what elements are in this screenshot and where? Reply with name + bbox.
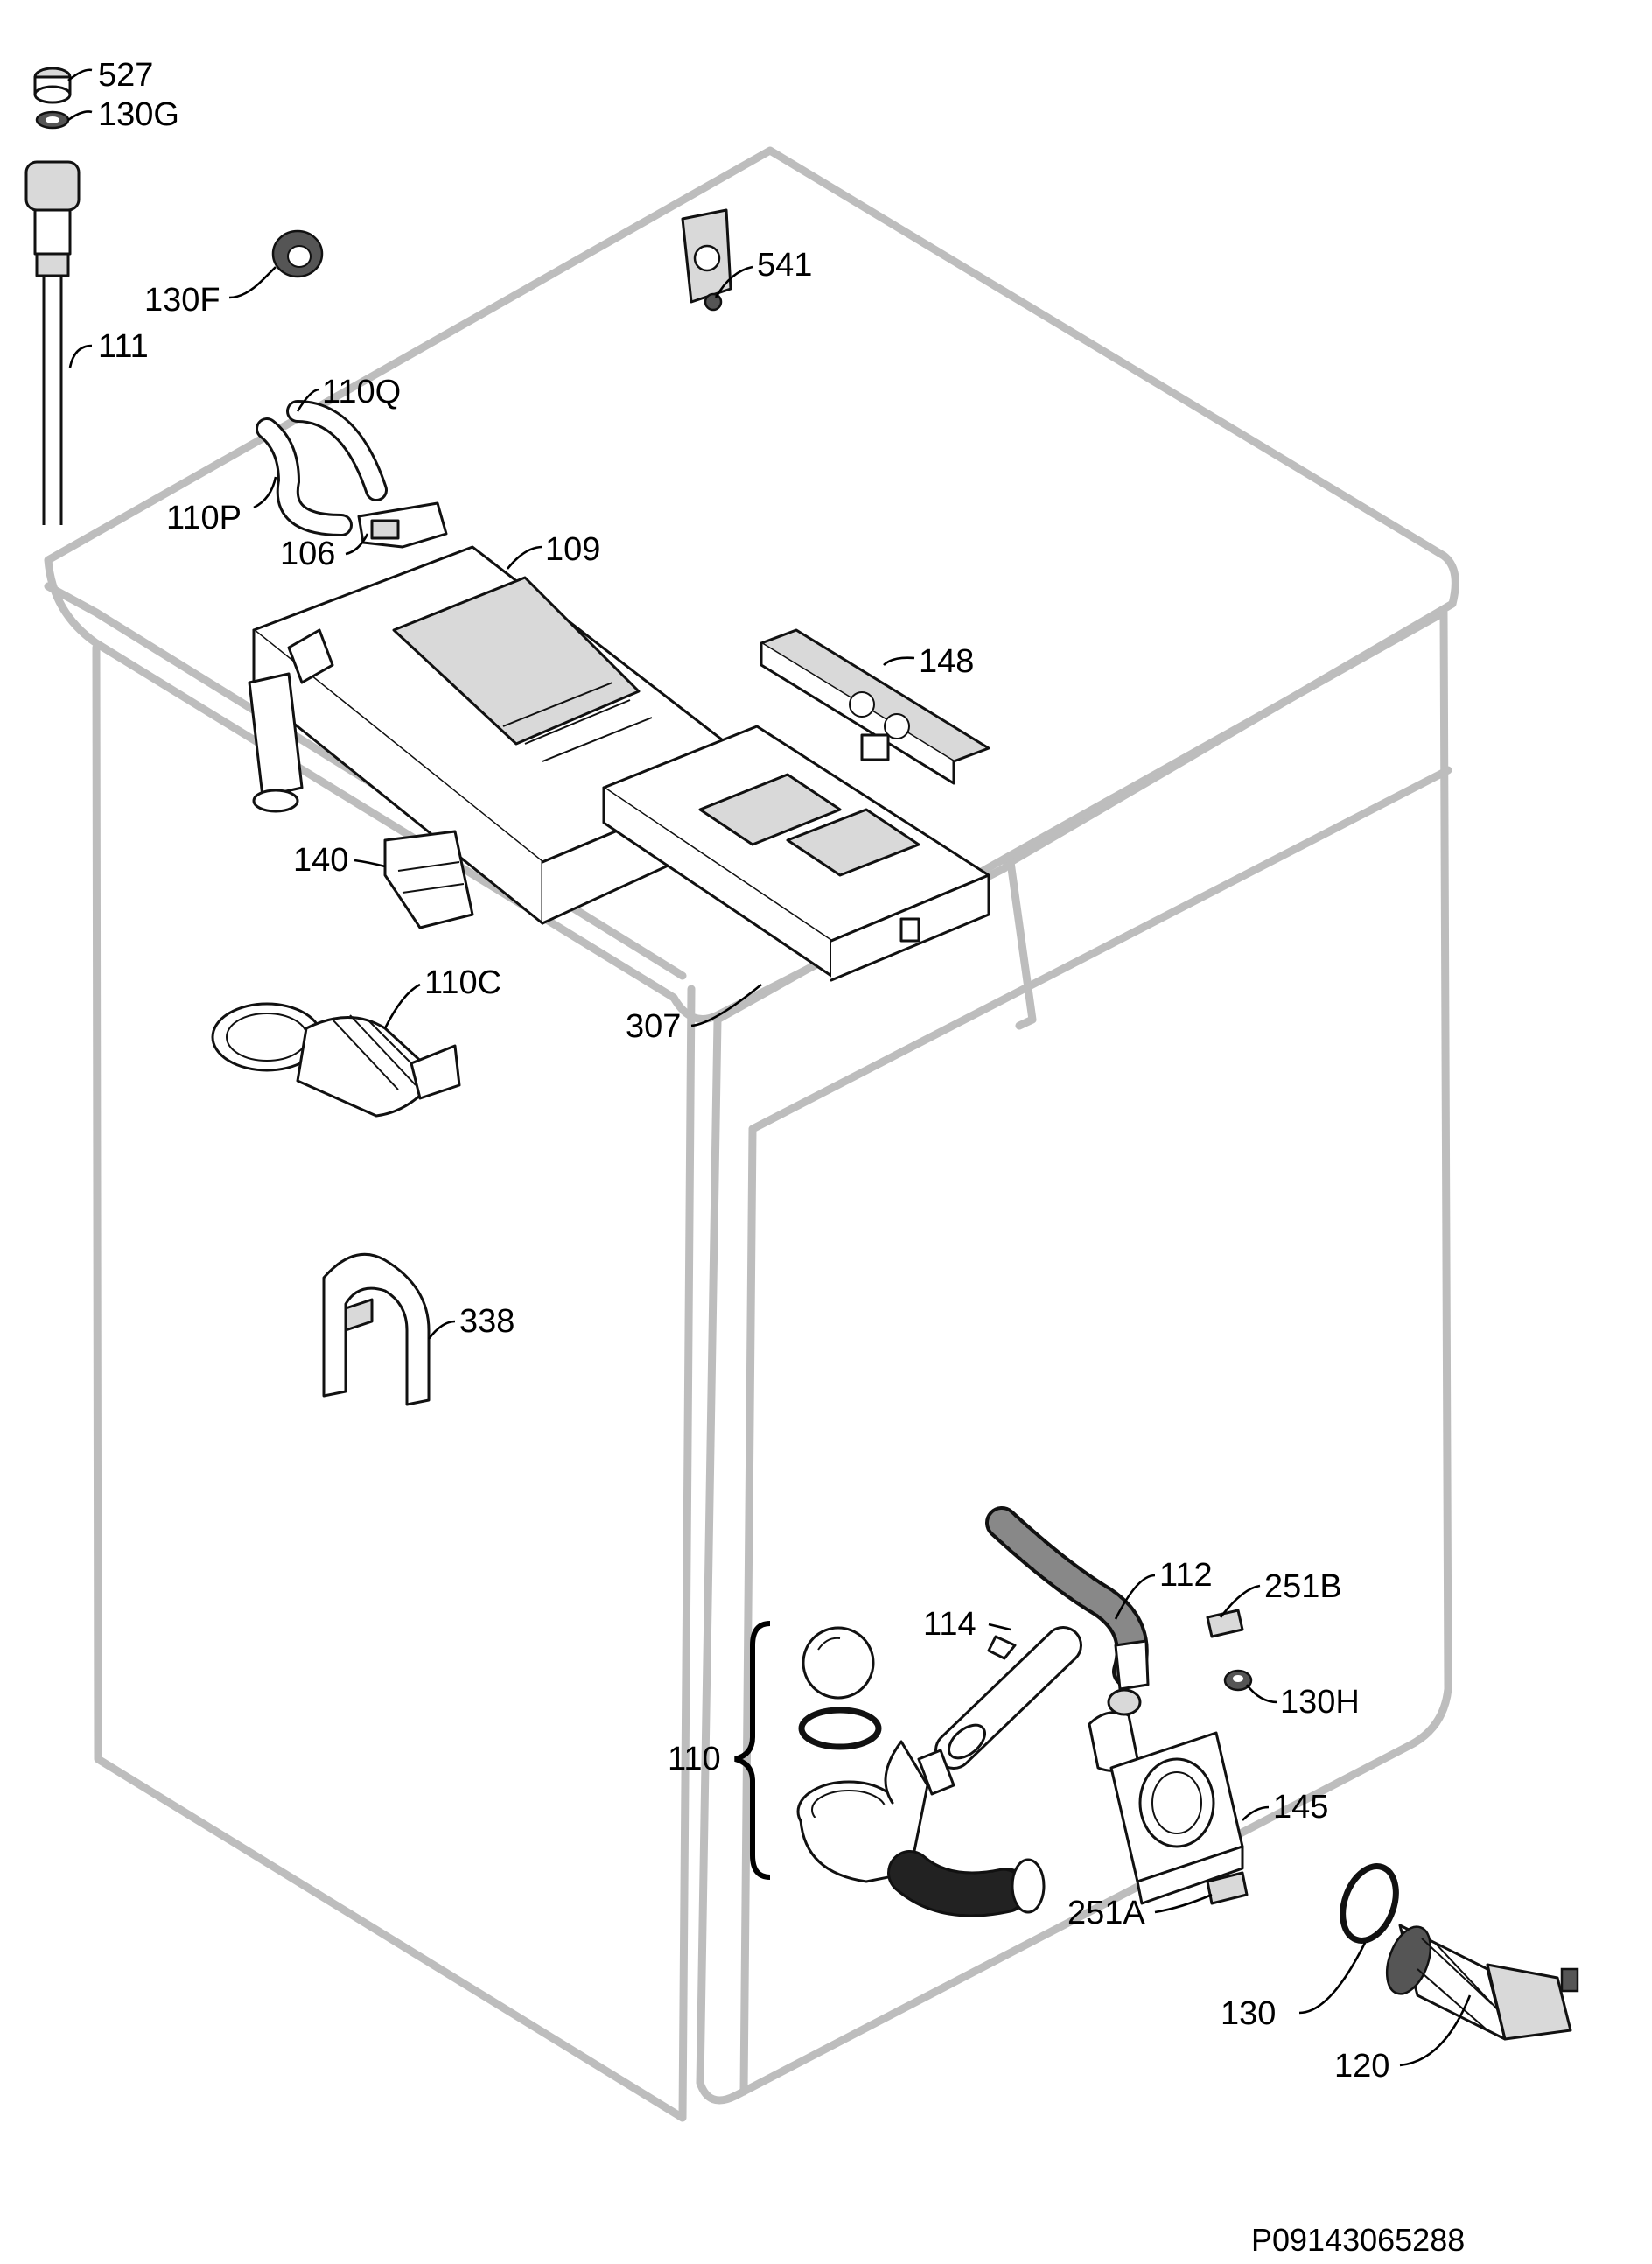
label-130f: 130F — [144, 282, 220, 319]
inlet-hose-assembly — [24, 67, 80, 525]
label-130g: 130G — [98, 96, 179, 133]
label-130: 130 — [1221, 1995, 1276, 2032]
label-145: 145 — [1273, 1789, 1328, 1826]
label-110p: 110P — [166, 500, 242, 536]
part-140-icon — [248, 672, 474, 929]
ring-110-icon — [798, 1707, 882, 1750]
seal-130-icon — [1340, 1863, 1399, 1944]
label-120: 120 — [1334, 2048, 1390, 2085]
hose-114-icon — [934, 1626, 1082, 1770]
lid-148-icon — [760, 628, 990, 785]
hose-110q-icon — [286, 400, 388, 501]
label-527: 527 — [98, 57, 153, 94]
label-109: 109 — [545, 531, 600, 568]
hose-110p-icon — [256, 417, 353, 536]
label-140: 140 — [293, 842, 348, 879]
reference-code: P09143065288 — [1251, 2222, 1465, 2258]
cap-527-icon — [33, 67, 72, 104]
clip-251b-icon — [1206, 1609, 1244, 1638]
label-111: 111 — [98, 328, 149, 365]
label-112: 112 — [1159, 1557, 1213, 1594]
leader-lines — [67, 68, 1472, 2067]
label-114: 114 — [923, 1606, 976, 1643]
label-110: 110 — [668, 1741, 721, 1777]
washer-130g-icon — [35, 110, 70, 130]
hose-guide-338-icon — [322, 1252, 430, 1406]
bracket-541-icon — [681, 208, 732, 312]
sump-hose-110-icon — [796, 1740, 1046, 1917]
pump-housing-145-icon — [1088, 1688, 1244, 1905]
label-541: 541 — [757, 247, 812, 284]
valve-106-icon — [357, 501, 448, 549]
inlet-hose-111-icon — [24, 160, 80, 525]
label-307: 307 — [626, 1008, 681, 1045]
label-110c: 110C — [424, 964, 501, 1001]
label-110q: 110Q — [322, 374, 401, 410]
label-338: 338 — [459, 1303, 514, 1340]
group-brace-110 — [734, 1621, 771, 1880]
label-148: 148 — [919, 643, 974, 680]
grommet-130h-icon — [1223, 1669, 1253, 1692]
ball-110-icon — [802, 1626, 875, 1700]
label-251a: 251A — [1068, 1895, 1145, 1931]
drain-hose-112-icon — [985, 1506, 1150, 1691]
label-251b: 251B — [1264, 1568, 1342, 1605]
label-130h: 130H — [1280, 1684, 1360, 1721]
grommet-130f-icon — [271, 229, 324, 278]
filter-120-icon — [1385, 1924, 1579, 2041]
bellows-110c-icon — [211, 1002, 461, 1118]
cabinet-outline — [44, 146, 1460, 2122]
detergent-drawer-307-icon — [602, 725, 990, 982]
label-106: 106 — [280, 536, 335, 572]
callout-labels: 527 130G 130F 111 541 110Q 110P 106 109 … — [98, 57, 1390, 2085]
